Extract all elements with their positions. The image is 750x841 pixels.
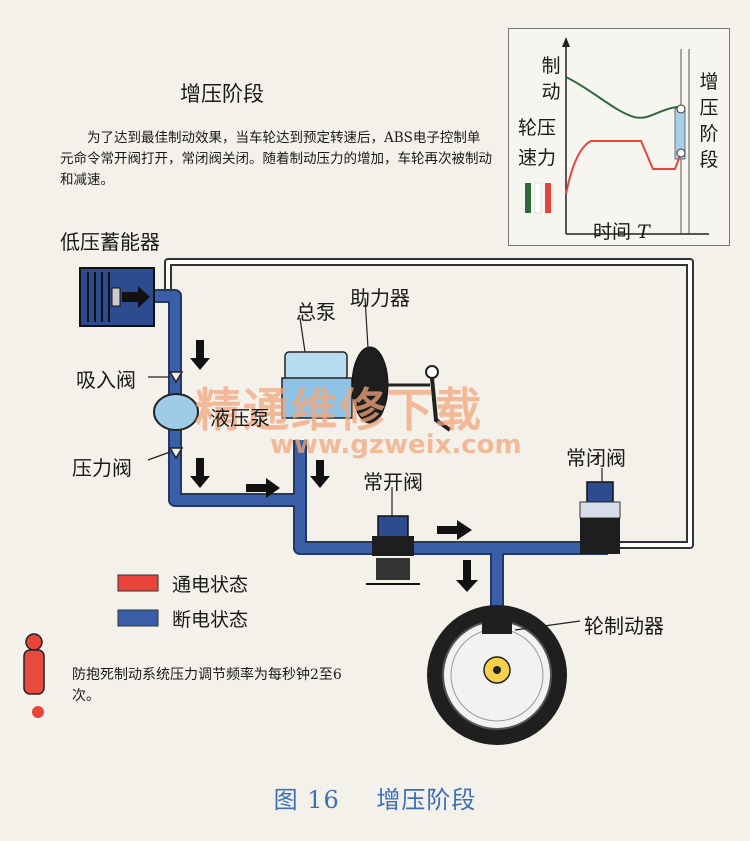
normally-open-valve-base [376, 558, 410, 580]
legend-energized: 通电状态 [172, 574, 249, 596]
label-pressure-valve: 压力阀 [72, 456, 132, 480]
label-master-cylinder: 总泵 [296, 300, 336, 324]
chip-white [534, 182, 542, 214]
label-normally-closed-valve: 常闭阀 [566, 446, 626, 470]
wheel-brake-caliper [482, 616, 512, 634]
normally-open-valve-coil [377, 515, 409, 539]
figure-caption: 图 16 增压阶段 [0, 780, 750, 815]
chip-green [525, 183, 531, 213]
frequency-note: 防抱死制动系统压力调节频率为每秒钟2至6次。 [72, 667, 342, 704]
normally-closed-valve-body [580, 518, 620, 554]
abs-mascot-icon [23, 633, 45, 718]
label-low-pressure-accumulator: 低压蓄能器 [60, 230, 160, 254]
label-normally-open-valve: 常开阀 [363, 470, 423, 494]
leader-lines [147, 297, 603, 631]
graph-label-col2: 制动 [541, 55, 561, 103]
intake-valve-icon [168, 371, 184, 384]
flow-arrows [190, 340, 478, 592]
hydraulic-diagram [23, 258, 694, 745]
label-intake-valve: 吸入阀 [76, 368, 136, 392]
watermark-url: www.gzweix.com [270, 430, 522, 460]
graph-label-col1: 速力 [517, 147, 556, 169]
section-title: 增压阶段 [180, 82, 264, 106]
wheel-speed-curve [565, 76, 683, 119]
normally-open-valve-body [372, 536, 414, 556]
graph-right-label: 增压阶段 [699, 71, 719, 171]
graph-marker-2 [676, 148, 686, 158]
legend-swatch-de-energized [117, 609, 159, 627]
graph-x-label: 时间 T [593, 217, 650, 244]
chip-red [545, 183, 551, 213]
figure-number: 图 16 [273, 786, 340, 814]
legend-swatch-energized [117, 574, 159, 592]
hydraulic-pump-icon [153, 393, 199, 431]
brake-pedal-icon [430, 377, 452, 432]
normally-closed-valve-coil [586, 481, 614, 503]
label-wheel-brake: 轮制动器 [584, 614, 664, 638]
label-hydraulic-pump: 液压泵 [210, 406, 270, 430]
accumulator-piston [111, 287, 121, 307]
legend-de-energized: 断电状态 [172, 609, 249, 631]
graph-label-mid: 轮压 [517, 117, 556, 139]
description-paragraph: 为了达到最佳制动效果，当车轮达到预定转速后，ABS电子控制单元命令常开阀打开，常… [60, 130, 492, 188]
label-booster: 助力器 [350, 286, 410, 310]
pressure-valve-icon [168, 447, 184, 460]
graph-marker-1 [676, 104, 686, 114]
master-cylinder-body [281, 377, 353, 419]
figure-title: 增压阶段 [376, 786, 477, 814]
graph-svg [525, 37, 709, 235]
graph-x-text: 时间 [593, 221, 632, 243]
accumulator-spring [87, 272, 110, 322]
pressure-speed-graph: 制动 轮压 速力 增压阶段 时间 T [508, 28, 730, 246]
graph-y-arrow [562, 37, 570, 47]
return-line [166, 260, 692, 547]
watermark-text: 精通维修下载 [195, 383, 483, 437]
accumulator-arrow [122, 286, 150, 308]
normally-closed-valve-spring [579, 501, 621, 519]
brake-pressure-curve [565, 140, 682, 195]
graph-x-symbol: T [637, 221, 650, 243]
wheel-hub-center [493, 666, 501, 674]
